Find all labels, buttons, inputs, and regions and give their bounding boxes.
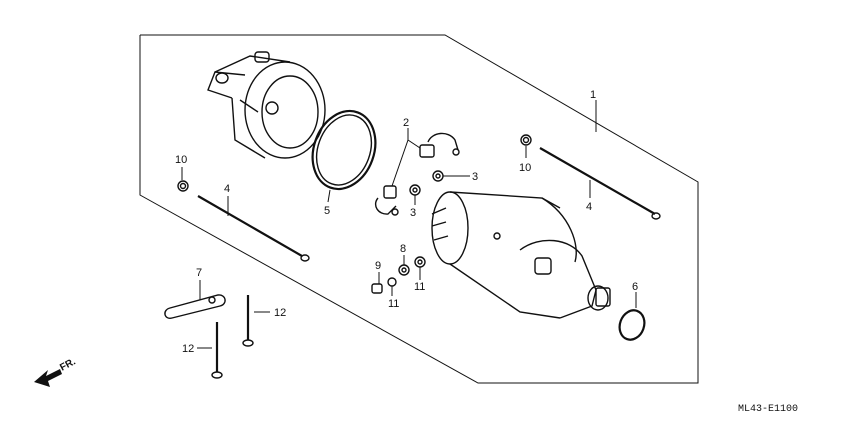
callout-12a: 12 (274, 307, 286, 319)
callout-10b: 10 (519, 162, 531, 174)
callout-3b: 3 (410, 207, 416, 219)
o-ring-pinion (618, 309, 646, 341)
through-bolt-right (539, 147, 661, 220)
flange-bolt-upper (242, 295, 254, 347)
assembly-outline (139, 34, 699, 384)
callout-12b: 12 (182, 343, 194, 355)
callout-4a: 4 (224, 183, 230, 195)
direction-label: FR. (58, 356, 78, 373)
flange-bolt-lower (211, 322, 223, 379)
diagram-code: ML43-E1100 (738, 404, 798, 415)
callout-11a: 11 (388, 298, 399, 310)
through-bolt-left (197, 195, 310, 262)
callout-10a: 10 (175, 154, 187, 166)
callout-5: 5 (324, 205, 330, 217)
o-ring-small-left (177, 180, 189, 192)
callout-11b: 11 (414, 281, 425, 293)
callout-1: 1 (590, 89, 596, 101)
front-direction-arrow (34, 369, 62, 387)
starter-motor (431, 191, 611, 319)
o-ring-large (311, 109, 377, 191)
callout-3a: 3 (472, 171, 478, 183)
rear-housing (207, 51, 326, 159)
brush-set (374, 132, 460, 216)
brush-terminal-nut (409, 170, 444, 196)
o-ring-small-right (520, 134, 532, 146)
callout-2: 2 (403, 117, 409, 129)
cable-clamp (164, 294, 226, 319)
callout-7: 7 (196, 267, 202, 279)
callout-4b: 4 (586, 201, 592, 213)
callout-9: 9 (375, 260, 381, 272)
callout-8: 8 (400, 243, 406, 255)
callout-6: 6 (632, 281, 638, 293)
